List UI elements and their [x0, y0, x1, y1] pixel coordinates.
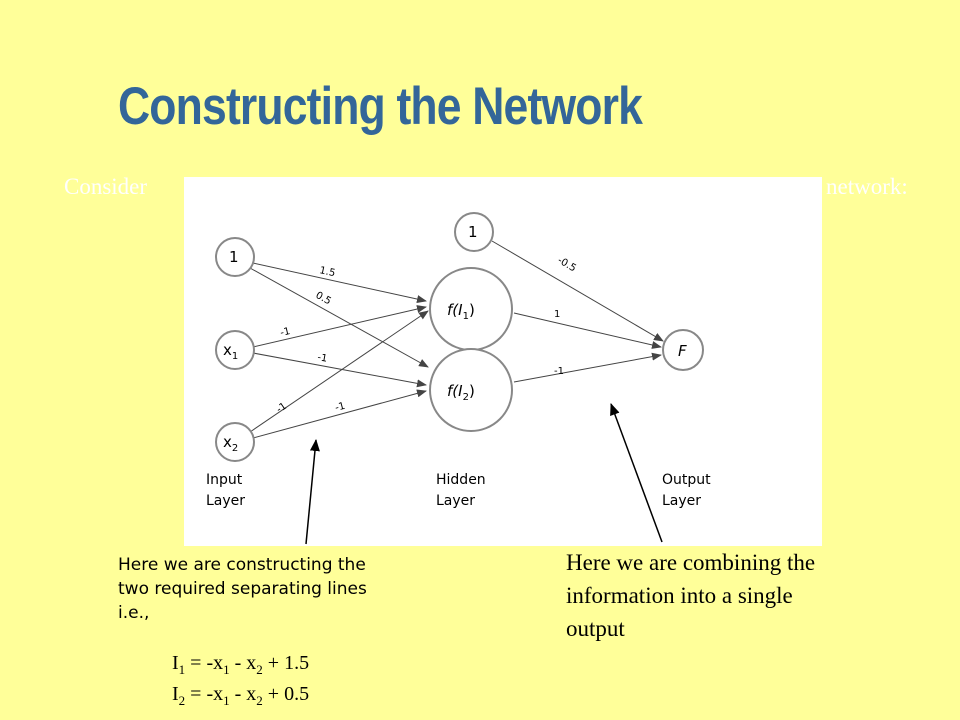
- annotation-right-line-3: output: [566, 616, 625, 641]
- edge-x1-h1: [252, 305, 427, 348]
- annotation-right-line-1: Here we are combining the: [566, 550, 816, 575]
- edge-h1-out: [513, 312, 662, 349]
- node-x2: [215, 422, 255, 462]
- hidden-caption-right: network:: [826, 174, 908, 199]
- equation-i1: I1 = -x1 - x2 + 1.5: [172, 652, 310, 677]
- edge-h2-out: [513, 352, 662, 383]
- node-bias-input-label: 1: [229, 248, 239, 266]
- node-output: [662, 329, 704, 371]
- hidden-caption-left: Consider: [64, 174, 148, 199]
- weight-biash-out: -0.5: [556, 255, 578, 274]
- weight-x2-h2: -1: [334, 401, 346, 414]
- edge-biash-out: [491, 240, 664, 342]
- output-layer-label-2: Layer: [662, 493, 701, 509]
- weight-h2-out: -1: [554, 366, 564, 377]
- edge-bias-h1: [252, 262, 427, 303]
- edge-x2-h2: [252, 389, 427, 439]
- weight-h1-out: 1: [554, 309, 560, 320]
- node-x1: [215, 330, 255, 370]
- node-bias-hidden-label: 1: [468, 223, 478, 241]
- node-x1-label: x1: [223, 341, 238, 362]
- weight-x1-h2: -1: [316, 352, 328, 365]
- output-layer-label-1: Output: [662, 472, 711, 488]
- node-bias-hidden: [454, 212, 494, 252]
- equation-i2: I2 = -x1 - x2 + 0.5: [172, 683, 310, 708]
- input-layer-label-2: Layer: [206, 493, 245, 509]
- hidden-layer-label-1: Hidden: [436, 472, 486, 488]
- annotation-left-line-2: two required separating lines: [118, 579, 367, 599]
- node-x2-label: x2: [223, 433, 238, 454]
- weight-x1-h1: -1: [279, 326, 291, 339]
- edge-x1-h2: [252, 352, 427, 388]
- hidden-layer-label-2: Layer: [436, 493, 475, 509]
- network-svg: 1.5 0.5 -1 -1 -1 -1 -0.5 1 -1 1 x1 x2 1 …: [206, 212, 711, 509]
- weight-b-h1: 1.5: [318, 265, 336, 279]
- input-layer-label-1: Input: [206, 472, 243, 488]
- annotation-separating-lines: Here we are constructing the two require…: [118, 553, 448, 625]
- annotation-right-line-2: information into a single: [566, 583, 793, 608]
- annotation-left-line-3: i.e.,: [118, 603, 150, 623]
- node-hidden-2-label: f(I2): [447, 382, 475, 403]
- node-bias-input: [215, 237, 255, 277]
- node-hidden-1-label: f(I1): [447, 301, 475, 322]
- node-output-label: F: [678, 342, 687, 360]
- edge-x2-h1: [249, 310, 429, 433]
- edge-bias-h2: [249, 267, 429, 368]
- network-diagram: 1.5 0.5 -1 -1 -1 -1 -0.5 1 -1 1 x1 x2 1 …: [184, 177, 822, 546]
- node-hidden-2: [429, 348, 513, 432]
- annotation-combining-output: Here we are combining the information in…: [566, 546, 926, 645]
- slide-title: Constructing the Network: [118, 77, 643, 136]
- annotation-left-line-1: Here we are constructing the: [118, 555, 366, 575]
